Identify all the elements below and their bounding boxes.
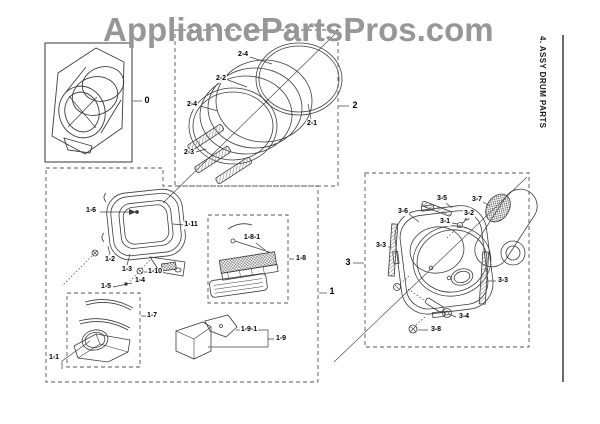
- lint-filter-drawing: [209, 223, 294, 298]
- part-label-3-4: 3-4: [457, 313, 471, 321]
- rear-head-box: [364, 172, 530, 348]
- part-label-1-9-1: 1-9-1: [239, 326, 259, 334]
- rear-head-drawing: [333, 176, 538, 363]
- part-label-1-1: 1-1: [47, 354, 61, 362]
- group-label-1: 1: [328, 286, 336, 297]
- part-label-3-8: 3-8: [429, 326, 443, 334]
- part-label-1-9: 1-9: [274, 335, 288, 343]
- part-label-3-3-left: 3-3: [374, 242, 388, 250]
- part-label-3-7: 3-7: [470, 196, 484, 204]
- part-label-1-6: 1-6: [84, 207, 98, 215]
- drum-cylinder-box: [174, 29, 339, 187]
- part-label-1-10: 1-10: [146, 268, 164, 276]
- part-label-1-8: 1-8: [294, 255, 308, 263]
- part-label-1-8-1: 1-8-1: [242, 234, 262, 242]
- seal-kit-box: [66, 292, 141, 368]
- part-label-1-11: 1-11: [183, 221, 199, 229]
- part-label-1-5: 1-5: [99, 283, 113, 291]
- whole-assembly-drawing: [44, 42, 142, 163]
- part-label-3-6: 3-6: [396, 208, 410, 216]
- front-head-drawing: [61, 188, 327, 369]
- part-label-2-4-left: 2-4: [185, 101, 199, 109]
- group-label-2: 2: [351, 100, 359, 111]
- seal-kit-drawing: [73, 299, 134, 363]
- group-label-3: 3: [344, 257, 352, 268]
- part-label-3-5: 3-5: [435, 195, 449, 203]
- part-label-2-1: 2-1: [305, 120, 319, 128]
- part-label-1-7: 1-7: [145, 312, 159, 320]
- group-label-0: 0: [143, 95, 151, 106]
- part-label-2-3: 2-3: [182, 149, 196, 157]
- section-title: 4. ASSY DRUM PARTS: [538, 36, 547, 129]
- watermark-text: AppliancePartsPros.com: [103, 11, 494, 48]
- drum-cylinder-drawing: [162, 32, 349, 204]
- part-label-3-1: 3-1: [438, 218, 452, 226]
- part-label-3-2: 3-2: [462, 210, 476, 218]
- part-label-1-2: 1-2: [103, 256, 117, 264]
- part-label-2-4-top: 2-4: [236, 51, 250, 59]
- part-label-3-3-right: 3-3: [496, 277, 510, 285]
- part-label-1-4: 1-4: [133, 277, 147, 285]
- front-head-box: [45, 167, 319, 383]
- part-label-1-3: 1-3: [120, 266, 134, 274]
- duct-drawing: [175, 314, 274, 360]
- part-label-2-2: 2-2: [214, 75, 228, 83]
